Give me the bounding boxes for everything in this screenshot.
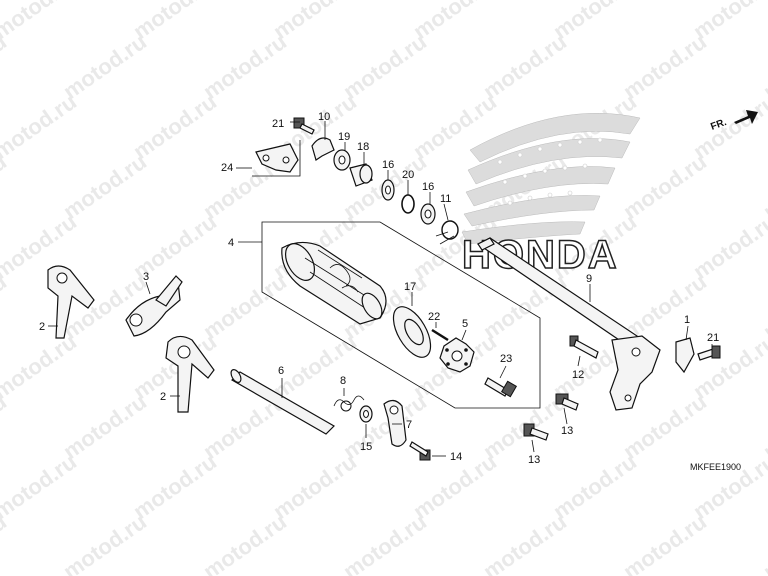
watermark-text: motod.ru [129,449,221,524]
callout-11: 11 [440,193,451,205]
gearshift-spindle [476,237,661,411]
watermark-text: motod.ru [339,509,431,576]
front-direction-indicator: FR. [709,110,758,133]
callout-24: 24 [221,162,233,174]
callout-15: 15 [360,441,372,453]
watermark-text: motod.ru [0,89,81,164]
callout-21-top: 21 [272,118,284,130]
callout-17: 17 [404,281,416,293]
shift-fork-center [125,275,183,337]
stopper-arm [383,399,407,447]
callout-21-right: 21 [707,332,719,344]
callout-19: 19 [338,131,350,143]
bolt-13-a [555,393,579,411]
washer-15 [359,405,373,423]
watermark-text: motod.ru [199,269,291,344]
shift-fork-lower [165,335,215,413]
watermark-text: motod.ru [59,149,151,224]
watermark-text: motod.ru [689,449,768,524]
watermark-text: motod.ru [339,29,431,104]
bolt-21-top [293,117,315,135]
bracket-24 [255,143,299,173]
callout-1: 1 [684,314,690,326]
bolt-21-right [697,345,721,361]
watermark-text: motod.ru [479,269,571,344]
watermark-text: motod.ru [619,509,711,576]
callout-14: 14 [450,451,462,463]
shift-drum-assembly-box [261,221,541,409]
watermark-text: motod.ru [199,509,291,576]
watermark-text: motod.ru [0,449,81,524]
needle-bearing-18 [349,163,373,187]
washer-16-a [381,179,395,201]
callout-13-b: 13 [528,454,540,466]
callout-5: 5 [462,318,468,330]
dowel-pin [431,328,449,342]
watermark-text: motod.ru [129,89,221,164]
callout-23: 23 [500,353,512,365]
watermark-text: motod.ru [269,449,361,524]
watermark-text: motod.ru [619,149,711,224]
callout-16-a: 16 [382,159,394,171]
watermark-text: motod.ru [689,89,768,164]
callout-18: 18 [357,141,369,153]
callout-16-b: 16 [422,181,434,193]
shift-arm-10 [311,137,335,161]
bolt-12 [569,335,599,359]
callout-3: 3 [143,271,149,283]
return-spring-11 [435,220,459,245]
watermark-text: motod.ru [689,209,768,284]
watermark-text: motod.ru [59,389,151,464]
fork-shaft [230,369,335,435]
bolt-14 [409,441,431,461]
watermark-text: motod.ru [339,389,431,464]
shift-fork-upper [47,265,95,339]
shift-drum [281,241,387,325]
leader-lines [48,121,713,457]
diagram-code: MKFEE1900 [690,462,741,472]
watermark-text: motod.ru [759,509,768,576]
callout-4: 4 [228,237,234,249]
retainer-clip [675,337,695,374]
callout-labels: 4 21 10 19 18 16 20 16 11 24 17 22 5 23 … [39,111,719,466]
watermark-text: motod.ru [619,29,711,104]
callout-12: 12 [572,369,584,381]
watermark-text: motod.ru [479,509,571,576]
callout-6: 6 [278,365,284,377]
watermark-text: motod.ru [59,29,151,104]
bolt-23 [484,377,518,398]
watermark-text: motod.ru [199,29,291,104]
callout-22: 22 [428,311,440,323]
return-spring [333,395,365,412]
watermark-text: motod.ru [689,329,768,404]
bolt-13-b [523,423,549,441]
circlip-20 [401,194,415,214]
callout-2-upper: 2 [39,321,45,333]
bearing-17 [392,306,432,358]
callout-7: 7 [406,419,412,431]
watermark-text: motod.ru [0,0,81,44]
watermark-text: motod.ru [59,509,151,576]
callout-8: 8 [340,375,346,387]
watermark-text: motod.ru [0,329,81,404]
callout-13-a: 13 [561,425,573,437]
oil-seal-19 [333,149,351,171]
callout-2-lower: 2 [160,391,166,403]
watermark-text: motod.ru [479,29,571,104]
honda-wing-logo: HONDA [461,113,641,278]
front-label: FR. [709,117,728,133]
callout-10: 10 [318,111,330,123]
callout-9: 9 [586,273,592,285]
callout-20: 20 [402,169,414,181]
front-arrow-icon [734,110,758,124]
shift-drum-center [439,337,475,373]
watermark-text: motod.ru [549,449,641,524]
washer-16-b [420,203,436,225]
